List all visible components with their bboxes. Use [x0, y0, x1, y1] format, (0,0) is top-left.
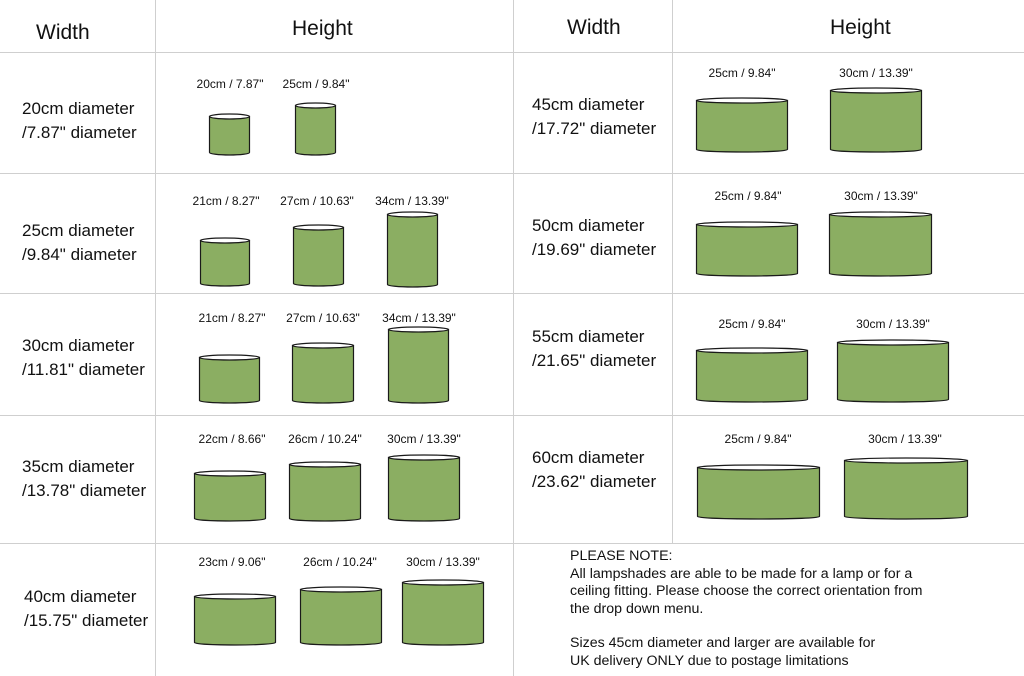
header-width-left: Width — [36, 21, 90, 44]
lampshade-drum-icon — [193, 470, 267, 524]
size-label: 25cm / 9.84" — [714, 189, 782, 203]
width-label-60cm: 60cm diameter /23.62" diameter — [532, 446, 656, 494]
width-label-40cm: 40cm diameter /15.75" diameter — [24, 585, 148, 633]
grid-line-horizontal — [0, 543, 1024, 544]
lampshade-drum-icon — [836, 339, 950, 405]
size-label: 25cm / 9.84" — [282, 77, 350, 91]
grid-line-vertical — [672, 0, 673, 543]
width-label-25cm: 25cm diameter /9.84" diameter — [22, 219, 137, 267]
lampshade-drum-icon — [291, 342, 355, 406]
size-label: 30cm / 13.39" — [406, 555, 480, 569]
grid-line-horizontal — [0, 173, 1024, 174]
width-label-metric: 30cm diameter — [22, 336, 135, 355]
lampshade-drum-icon — [828, 211, 933, 279]
grid-line-horizontal — [0, 52, 1024, 53]
width-label-imperial: /19.69" diameter — [532, 240, 657, 259]
width-label-imperial: /15.75" diameter — [24, 611, 149, 630]
width-label-metric: 35cm diameter — [22, 457, 135, 476]
width-label-30cm: 30cm diameter /11.81" diameter — [22, 334, 145, 382]
size-label: 34cm / 13.39" — [382, 311, 456, 325]
width-label-imperial: /11.81" diameter — [22, 360, 145, 379]
header-height-right: Height — [830, 16, 891, 39]
width-label-metric: 20cm diameter — [22, 99, 135, 118]
width-label-imperial: /13.78" diameter — [22, 481, 147, 500]
width-label-45cm: 45cm diameter /17.72" diameter — [532, 93, 656, 141]
lampshade-drum-icon — [198, 354, 261, 406]
note-line: the drop down menu. — [570, 600, 704, 617]
lampshade-drum-icon — [199, 237, 251, 289]
size-label: 27cm / 10.63" — [286, 311, 360, 325]
lampshade-drum-icon — [387, 454, 461, 524]
size-label: 21cm / 8.27" — [198, 311, 266, 325]
size-label: 25cm / 9.84" — [724, 432, 792, 446]
width-label-metric: 55cm diameter — [532, 327, 645, 346]
width-label-imperial: /23.62" diameter — [532, 472, 657, 491]
lampshade-drum-icon — [294, 102, 337, 158]
header-width-right: Width — [567, 16, 621, 39]
width-label-20cm: 20cm diameter /7.87" diameter — [22, 97, 137, 145]
note-spacer — [570, 618, 990, 635]
size-label: 30cm / 13.39" — [856, 317, 930, 331]
size-label: 30cm / 13.39" — [839, 66, 913, 80]
lampshade-drum-icon — [387, 326, 450, 406]
lampshade-drum-icon — [401, 579, 485, 648]
width-label-35cm: 35cm diameter /13.78" diameter — [22, 455, 146, 503]
size-label: 26cm / 10.24" — [288, 432, 362, 446]
grid-line-horizontal — [0, 293, 1024, 294]
width-label-imperial: /17.72" diameter — [532, 119, 657, 138]
width-label-imperial: /21.65" diameter — [532, 351, 657, 370]
size-label: 23cm / 9.06" — [198, 555, 266, 569]
size-label: 27cm / 10.63" — [280, 194, 354, 208]
note-title: PLEASE NOTE: — [570, 548, 673, 564]
grid-line-horizontal — [0, 415, 1024, 416]
header-height-left: Height — [292, 17, 353, 40]
width-label-metric: 25cm diameter — [22, 221, 135, 240]
grid-line-vertical — [155, 0, 156, 676]
size-label: 25cm / 9.84" — [708, 66, 776, 80]
lampshade-drum-icon — [696, 464, 821, 522]
size-label: 25cm / 9.84" — [718, 317, 786, 331]
size-label: 30cm / 13.39" — [868, 432, 942, 446]
size-label: 22cm / 8.66" — [198, 432, 266, 446]
width-label-50cm: 50cm diameter /19.69" diameter — [532, 214, 656, 262]
width-label-55cm: 55cm diameter /21.65" diameter — [532, 325, 656, 373]
lampshade-drum-icon — [695, 97, 789, 155]
width-label-imperial: /9.84" diameter — [22, 245, 137, 264]
size-label: 34cm / 13.39" — [375, 194, 449, 208]
please-note: PLEASE NOTE: All lampshades are able to … — [570, 548, 990, 670]
size-label: 30cm / 13.39" — [387, 432, 461, 446]
lampshade-drum-icon — [386, 211, 439, 290]
lampshade-drum-icon — [288, 461, 362, 524]
grid-line-vertical — [513, 0, 514, 676]
size-label: 20cm / 7.87" — [196, 77, 264, 91]
note-line: All lampshades are able to be made for a… — [570, 565, 913, 582]
width-label-metric: 60cm diameter — [532, 448, 645, 467]
size-label: 30cm / 13.39" — [844, 189, 918, 203]
lampshade-drum-icon — [829, 87, 923, 155]
note-line: ceiling fitting. Please choose the corre… — [570, 583, 923, 599]
size-label: 21cm / 8.27" — [192, 194, 260, 208]
lampshade-drum-icon — [695, 221, 799, 279]
lampshade-drum-icon — [292, 224, 345, 289]
width-label-metric: 45cm diameter — [532, 95, 645, 114]
width-label-metric: 50cm diameter — [532, 216, 645, 235]
size-label: 26cm / 10.24" — [303, 555, 377, 569]
lampshade-drum-icon — [843, 457, 969, 522]
note-line: Sizes 45cm diameter and larger are avail… — [570, 635, 876, 651]
width-label-metric: 40cm diameter — [24, 587, 137, 606]
lampshade-drum-icon — [208, 113, 251, 158]
lampshade-drum-icon — [299, 586, 383, 648]
note-line: UK delivery ONLY due to postage limitati… — [570, 652, 849, 669]
lampshade-drum-icon — [695, 347, 809, 405]
width-label-imperial: /7.87" diameter — [22, 123, 137, 142]
lampshade-drum-icon — [193, 593, 277, 648]
